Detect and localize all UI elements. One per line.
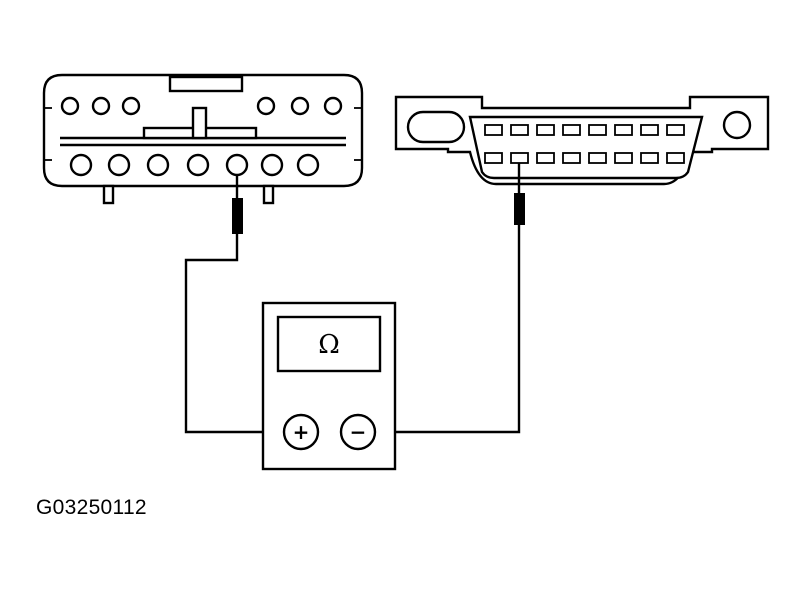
connector-pin bbox=[290, 96, 310, 116]
right-test-lead bbox=[375, 163, 525, 434]
connector-pin bbox=[91, 96, 111, 116]
meter-display-symbol: Ω bbox=[318, 330, 340, 360]
module-connector bbox=[42, 73, 364, 205]
connector-pin bbox=[121, 96, 141, 116]
connector-pin bbox=[260, 153, 284, 177]
right-probe-tip bbox=[514, 193, 525, 225]
left-test-lead bbox=[184, 175, 284, 434]
connector-pin bbox=[225, 153, 249, 177]
dlc-pin bbox=[536, 124, 555, 136]
dlc-pin bbox=[588, 124, 607, 136]
connector-pin bbox=[146, 153, 170, 177]
dlc-pin bbox=[562, 152, 581, 164]
negative-terminal-symbol: − bbox=[350, 420, 367, 444]
dlc-pin bbox=[536, 152, 555, 164]
connector-pin bbox=[296, 153, 320, 177]
connector-pin bbox=[256, 96, 276, 116]
negative-terminal bbox=[339, 413, 377, 451]
dlc-pin bbox=[640, 152, 659, 164]
ohmmeter: Ω + − bbox=[261, 301, 397, 471]
connector-pin bbox=[323, 96, 343, 116]
dlc-pin bbox=[614, 152, 633, 164]
dlc-pin bbox=[614, 124, 633, 136]
dlc-pin bbox=[484, 152, 503, 164]
left-probe-tip bbox=[232, 198, 243, 234]
connector-pin bbox=[60, 96, 80, 116]
dlc-pin bbox=[640, 124, 659, 136]
positive-terminal bbox=[282, 413, 320, 451]
connector-pin bbox=[107, 153, 131, 177]
dlc-pin bbox=[510, 124, 529, 136]
data-link-connector bbox=[394, 95, 770, 186]
connector-pin bbox=[186, 153, 210, 177]
dlc-pin bbox=[484, 124, 503, 136]
dlc-pin bbox=[562, 124, 581, 136]
figure-code: G03250112 bbox=[36, 496, 147, 519]
connector-pin bbox=[69, 153, 93, 177]
dlc-pin bbox=[666, 124, 685, 136]
dlc-pin bbox=[666, 152, 685, 164]
dlc-pin bbox=[588, 152, 607, 164]
meter-display bbox=[276, 315, 382, 373]
positive-terminal-symbol: + bbox=[293, 420, 310, 444]
